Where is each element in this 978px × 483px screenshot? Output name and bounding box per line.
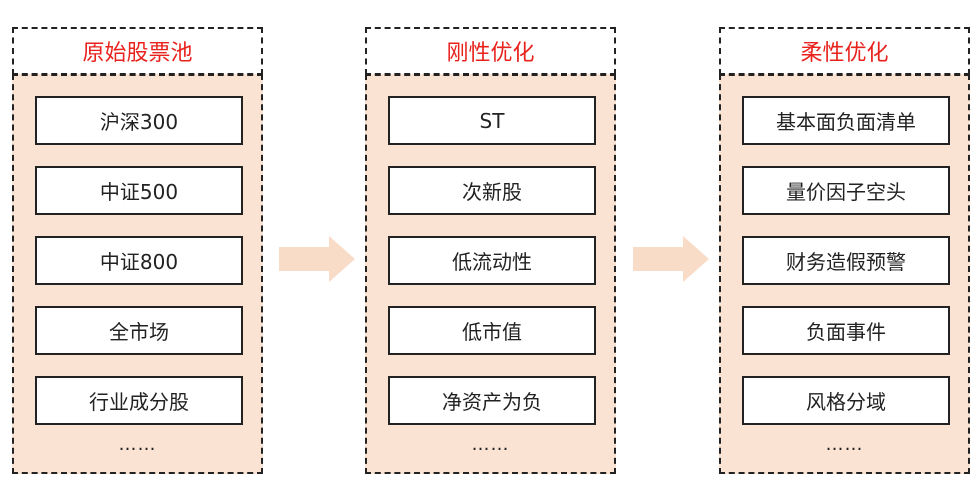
column-title: 柔性优化 [719,27,970,75]
right-arrow-icon [633,236,709,282]
pool-item: 沪深300 [35,96,243,145]
rigid-item: 净资产为负 [388,376,596,425]
column-body: ST 次新股 低流动性 低市值 净资产为负 …… [365,74,616,474]
flexible-item: 负面事件 [742,306,950,355]
rigid-item: ST [388,96,596,145]
flexible-item: 风格分域 [742,376,950,425]
rigid-item: 低市值 [388,306,596,355]
flexible-item: 量价因子空头 [742,166,950,215]
pool-item: 中证800 [35,236,243,285]
right-arrow-icon [279,236,355,282]
pool-item: 中证500 [35,166,243,215]
flexible-item: 基本面负面清单 [742,96,950,145]
rigid-item: 次新股 [388,166,596,215]
column-flexible-optimization: 柔性优化 基本面负面清单 量价因子空头 财务造假预警 负面事件 风格分域 …… [719,27,970,474]
column-title: 原始股票池 [12,27,263,75]
ellipsis: …… [825,434,864,455]
column-rigid-optimization: 刚性优化 ST 次新股 低流动性 低市值 净资产为负 …… [365,27,616,474]
column-title: 刚性优化 [365,27,616,75]
flexible-item: 财务造假预警 [742,236,950,285]
ellipsis: …… [118,434,157,455]
column-body: 基本面负面清单 量价因子空头 财务造假预警 负面事件 风格分域 …… [719,74,970,474]
column-body: 沪深300 中证500 中证800 全市场 行业成分股 …… [12,74,263,474]
rigid-item: 低流动性 [388,236,596,285]
pool-item: 行业成分股 [35,376,243,425]
ellipsis: …… [471,434,510,455]
column-original-pool: 原始股票池 沪深300 中证500 中证800 全市场 行业成分股 …… [12,27,263,474]
pool-item: 全市场 [35,306,243,355]
